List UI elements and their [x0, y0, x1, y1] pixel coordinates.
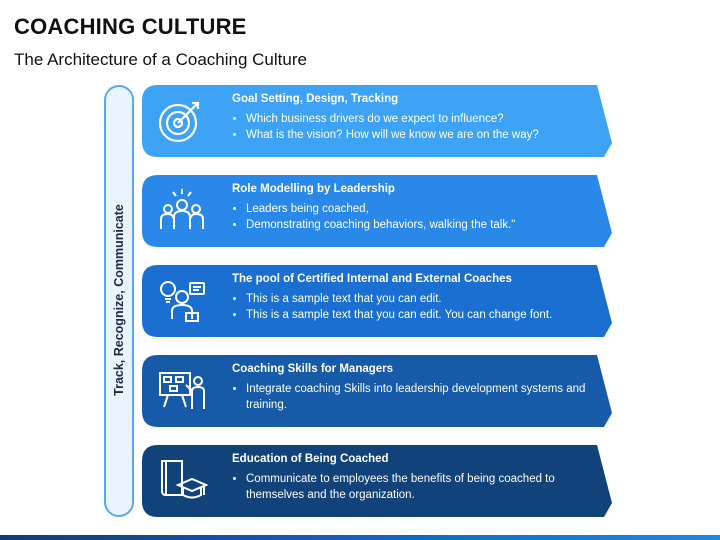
row-certified-coaches: The pool of Certified Internal and Exter… — [142, 265, 612, 337]
row-education: Education of Being Coached Communicate t… — [142, 445, 612, 517]
bullet-item: Integrate coaching Skills into leadershi… — [246, 381, 602, 413]
row-background — [142, 85, 612, 157]
bullet-item: This is a sample text that you can edit. — [246, 291, 602, 307]
row-bullets: This is a sample text that you can edit.… — [232, 291, 602, 323]
row-heading: Coaching Skills for Managers — [232, 363, 394, 375]
bullet-item: This is a sample text that you can edit.… — [246, 307, 602, 323]
row-coaching-skills: Coaching Skills for Managers Integrate c… — [142, 355, 612, 427]
bullet-item: What is the vision? How will we know we … — [246, 127, 602, 143]
row-content: Coaching Skills for Managers Integrate c… — [232, 363, 602, 413]
target-icon — [158, 101, 200, 143]
row-content: Education of Being Coached Communicate t… — [232, 453, 602, 503]
page-subtitle: The Architecture of a Coaching Culture — [14, 50, 307, 69]
bullet-item: Which business drivers do we expect to i… — [246, 111, 602, 127]
row-bullets: Communicate to employees the benefits of… — [232, 471, 602, 503]
row-heading: Goal Setting, Design, Tracking — [232, 93, 399, 105]
bullet-item: Demonstrating coaching behaviors, walkin… — [246, 217, 602, 233]
bullet-item: Leaders being coached, — [246, 201, 602, 217]
row-background — [142, 265, 612, 337]
row-heading: The pool of Certified Internal and Exter… — [232, 273, 512, 285]
row-heading: Role Modelling by Leadership — [232, 183, 395, 195]
coach-idea-icon — [160, 281, 205, 322]
row-background — [142, 175, 612, 247]
bullet-item: Communicate to employees the benefits of… — [246, 471, 602, 503]
row-goal-setting: Goal Setting, Design, Tracking Which bus… — [142, 85, 612, 157]
row-content: Goal Setting, Design, Tracking Which bus… — [232, 93, 602, 143]
row-bullets: Leaders being coached, Demonstrating coa… — [232, 201, 602, 233]
row-background — [142, 355, 612, 427]
row-bullets: Which business drivers do we expect to i… — [232, 111, 602, 143]
row-content: Role Modelling by Leadership Leaders bei… — [232, 183, 602, 233]
side-label: Track, Recognize, Communicate — [112, 204, 126, 396]
leadership-group-icon — [160, 189, 204, 229]
graduation-cap-icon — [161, 460, 208, 499]
row-bullets: Integrate coaching Skills into leadershi… — [232, 381, 602, 413]
row-role-modelling: Role Modelling by Leadership Leaders bei… — [142, 175, 612, 247]
presentation-board-icon — [159, 372, 205, 409]
row-background — [142, 445, 612, 517]
row-heading: Education of Being Coached — [232, 453, 389, 465]
page-title: COACHING CULTURE — [14, 14, 247, 39]
bottom-accent-bar — [0, 535, 720, 540]
row-content: The pool of Certified Internal and Exter… — [232, 273, 602, 323]
side-pill — [104, 85, 134, 517]
